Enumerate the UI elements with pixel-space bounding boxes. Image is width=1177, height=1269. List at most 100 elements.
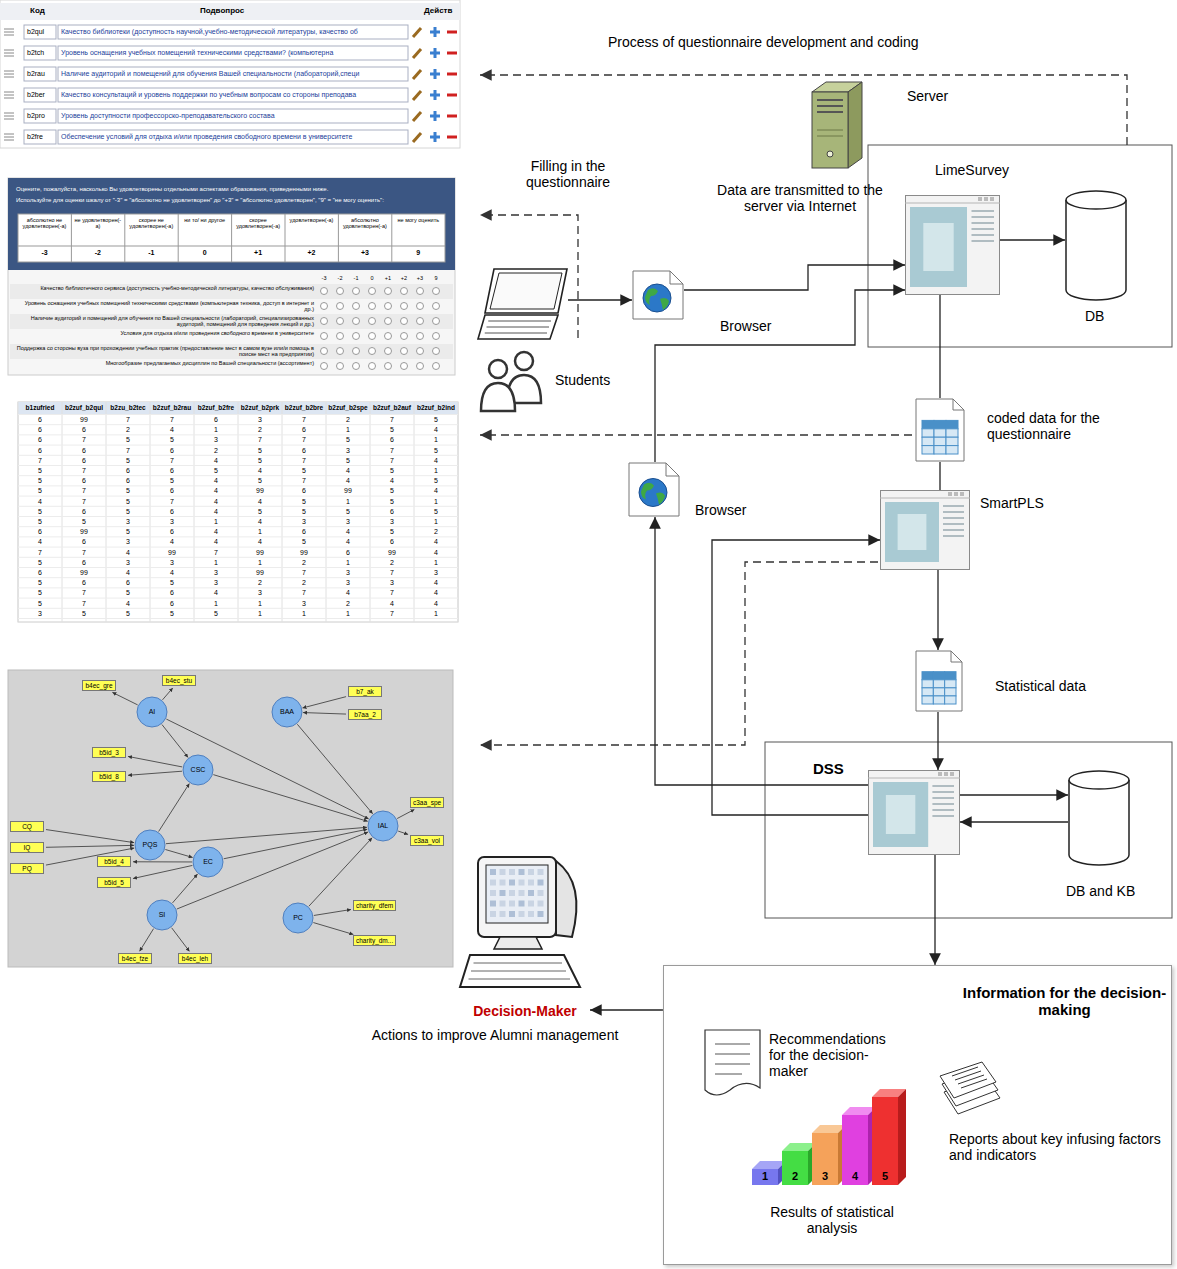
table-cell: 6 [150, 508, 194, 516]
path-line [112, 692, 137, 705]
table-cell: 7 [370, 416, 414, 424]
column-header: b2zuf_b2ind [414, 404, 458, 411]
radio-button [353, 303, 360, 310]
table-cell: 7 [282, 416, 326, 424]
drag-handle [4, 32, 14, 33]
scale-value: +3 [338, 249, 391, 257]
row-band [10, 344, 453, 359]
table-cell: 7 [238, 436, 282, 444]
table-cell: 3 [18, 610, 62, 618]
table-cell: 5 [238, 477, 282, 485]
laptop-shape [478, 268, 568, 340]
table-cell: 1 [238, 528, 282, 536]
column-header: b2zuf_b2bre [282, 404, 326, 411]
table-cell: 5 [194, 610, 238, 618]
radio-button [417, 318, 424, 325]
table-rule [18, 434, 458, 435]
table-cell: 6 [18, 447, 62, 455]
node-label: Browser [695, 502, 746, 518]
table-cell: 3 [326, 579, 370, 587]
path-line [159, 783, 190, 831]
radio-button [321, 303, 328, 310]
drag-handle [4, 29, 14, 30]
indicator-box: b5id_4 [97, 856, 131, 867]
table-cell: 6 [150, 528, 194, 536]
radio-button [337, 318, 344, 325]
subquestion-code: b2tch [27, 49, 44, 57]
table-cell: 4 [106, 569, 150, 577]
table-cell: 7 [18, 457, 62, 465]
output-panel: Information for the decision-makingRecom… [663, 965, 1172, 1265]
drag-handle [4, 50, 14, 51]
table-cell: 4 [106, 549, 150, 557]
radio-button [433, 348, 440, 355]
screenshot-frame [8, 178, 455, 375]
table-cell: 1 [282, 610, 326, 618]
table-cell: 6 [62, 447, 106, 455]
table-cell: 4 [370, 600, 414, 608]
remove-icon [447, 115, 457, 118]
table-cell: 4 [414, 600, 458, 608]
table-cell: 6 [62, 538, 106, 546]
table-cell: 5 [106, 487, 150, 495]
table-cell: 6 [282, 426, 326, 434]
table-cell: 5 [414, 508, 458, 516]
radio-button [337, 348, 344, 355]
code-cell [24, 88, 56, 102]
table-cell: 3 [194, 569, 238, 577]
edit-icon [413, 49, 421, 58]
app-window: LimeSurvey [905, 195, 1000, 295]
radio-button [353, 363, 360, 370]
subquestion-text: Наличие аудиторий и помещений для обучен… [61, 70, 359, 78]
node-note: Reports about key infusing factors and i… [949, 1131, 1167, 1163]
table-cell: 6 [18, 436, 62, 444]
indicator-box: b4ec_gre [82, 680, 116, 691]
table-cell: 4 [194, 477, 238, 485]
drag-handle [4, 140, 14, 141]
indicator-box: b4ec_leh [178, 953, 212, 964]
transfer-note: Data are transmitted to the server via I… [700, 182, 900, 214]
table-cell: 7 [370, 589, 414, 597]
table-cell: 4 [194, 508, 238, 516]
table-cell: 5 [62, 518, 106, 526]
table-cell: 7 [150, 416, 194, 424]
radio-button [321, 318, 328, 325]
table-cell: 5 [370, 467, 414, 475]
table-cell: 4 [106, 600, 150, 608]
scale-value: -2 [71, 249, 124, 257]
flow-connector [1000, 239, 1065, 240]
radio-button [385, 318, 392, 325]
table-rule [18, 455, 458, 456]
drag-handle [4, 137, 14, 138]
table-cell: 4 [414, 549, 458, 557]
radio-button [385, 333, 392, 340]
table-cell: 7 [150, 498, 194, 506]
construct-label: PQS [130, 841, 170, 849]
app-window: SmartPLS [880, 490, 970, 570]
table-cell: 1 [414, 559, 458, 567]
table-cell: 4 [326, 528, 370, 536]
remove-icon [447, 94, 457, 97]
indicator-box: IQ [10, 842, 44, 853]
data-file: coded data for the questionnaire [915, 398, 965, 462]
path-line [224, 829, 368, 859]
radio-button [401, 363, 408, 370]
table-cell: 3 [194, 436, 238, 444]
radio-button [433, 333, 440, 340]
table-cell: 7 [18, 549, 62, 557]
text-field [58, 109, 408, 123]
scale-column: 0 [364, 275, 380, 281]
globe-shape [632, 270, 684, 320]
table-cell: 1 [414, 467, 458, 475]
scale-value: -1 [125, 249, 178, 257]
remove-icon [447, 136, 457, 139]
table-cell: 5 [282, 508, 326, 516]
indicator-box: charity_dm... [353, 935, 396, 946]
radio-button [369, 318, 376, 325]
table-cell: 5 [282, 538, 326, 546]
path-line [302, 697, 346, 708]
table-cell: 6 [282, 528, 326, 536]
path-line [313, 923, 353, 935]
row-band [10, 314, 453, 329]
